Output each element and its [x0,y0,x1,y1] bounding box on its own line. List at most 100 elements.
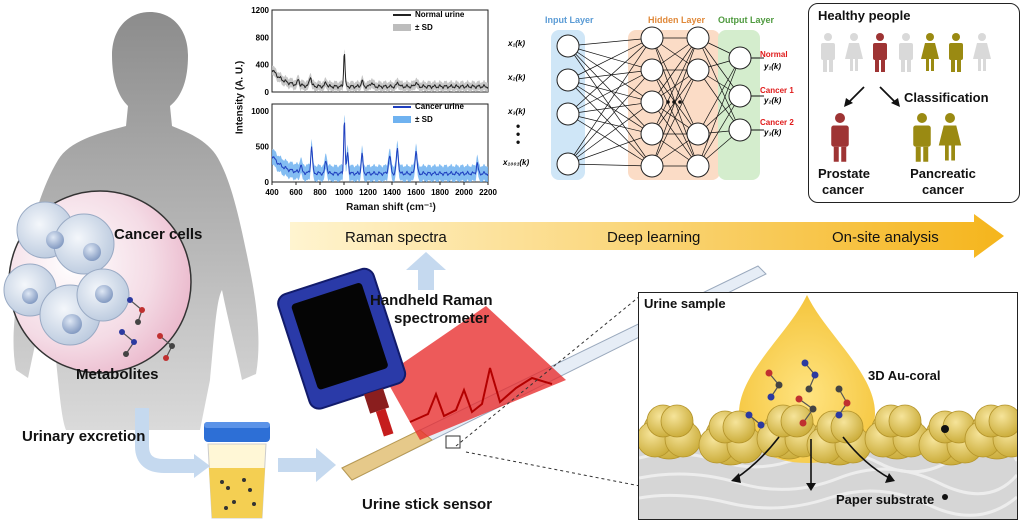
urine-cup [204,422,270,519]
pancreatic-cancer-person-icon [913,113,931,162]
legend-normal-urine: Normal urine [415,10,465,19]
x-tick-label: 1800 [431,188,449,197]
hidden-ellipsis [678,100,682,104]
legend-cancer-urine: Cancer urine [415,102,464,111]
class-cancer-1: Cancer 1 [760,86,794,95]
x-tick-label: 1200 [359,188,377,197]
people-icons [821,33,991,162]
cancer-cells-label: Cancer cells [114,226,203,243]
x-tick-label: 2200 [479,188,497,197]
au-coral-label: 3D Au-coral [868,368,941,383]
prostate-cancer-word: cancer [822,182,864,197]
normal-spectrum-frame [271,9,489,93]
cancer-spectrum-sd-band [272,114,488,182]
step-raman-spectra: Raman spectra [345,229,447,246]
hidden-node [640,26,664,50]
hidden-ellipsis [666,100,670,104]
sensor-pad [341,429,433,481]
input-x1001: x₁₀₀₁(k) [503,158,530,167]
person-icon [949,33,963,72]
spectrometer-label-1: Handheld Raman [370,292,493,309]
urinary-excretion-label: Urinary excretion [22,428,146,445]
output-y1: y₁(k) [764,62,782,71]
input-x3: x₃(k) [508,107,526,116]
up-arrow [406,252,446,290]
person-icon [873,33,887,72]
hidden-layer-label: Hidden Layer [648,15,706,25]
legend-cancer-sd: ± SD [415,115,433,124]
normal-spectrum-sd-band [272,49,488,92]
legend-normal-sd: ± SD [415,23,433,32]
y-tick-label: 0 [265,88,270,97]
hidden-node [640,154,664,178]
classification-label: Classification [904,90,989,105]
urine-stick-label: Urine stick sensor [362,496,493,513]
human-silhouette [3,12,259,478]
input-ellipsis: ••• [516,119,521,149]
class-normal: Normal [760,50,788,59]
hidden-node [686,122,710,146]
au-coral [698,410,764,466]
urine-sample-inset [638,292,1018,520]
pancreatic-cancer-person-icon [938,113,962,161]
y-tick-label: 400 [256,61,270,70]
step-on-site-analysis: On-site analysis [832,229,939,246]
prostate-cancer-person-icon [831,113,849,162]
hidden-node [640,122,664,146]
spectra-legend-normal: Normal urine ± SD [393,8,464,34]
output-layer-label: Output Layer [718,15,775,25]
input-x1: x₁(k) [508,39,526,48]
normal-spectrum-line [271,54,489,90]
person-icon [899,33,913,72]
y-tick-label: 0 [265,178,270,187]
hidden-node [640,58,664,82]
person-icon [973,33,991,71]
healthy-people-label: Healthy people [818,8,911,23]
x-tick-label: 1600 [407,188,425,197]
output-node [728,46,752,70]
y-tick-label: 1200 [251,6,269,15]
input-node [556,68,580,92]
x-tick-label: 800 [313,188,327,197]
prostate-word: Prostate [818,166,871,181]
y-tick-label: 500 [256,143,270,152]
hidden-node [686,154,710,178]
cancer-cells [3,201,130,346]
spectra-xlabel: Raman shift (cm⁻¹) [346,202,436,213]
laser-cone [384,306,566,440]
handheld-spectrometer [277,267,407,437]
cancer-spectrum-frame [271,103,489,183]
class-cancer-2: Cancer 2 [760,118,794,127]
output-y3: y₃(k) [764,128,782,137]
x-tick-label: 400 [265,188,279,197]
step-deep-learning: Deep learning [607,229,701,246]
hidden-node [686,26,710,50]
input-layer-label: Input Layer [545,15,594,25]
inset-illustration [639,295,1017,519]
cancer-spectrum-line [271,122,489,177]
inset-title: Urine sample [644,296,726,311]
x-tick-label: 2000 [455,188,473,197]
paper-substrate-label: Paper substrate [836,492,935,507]
au-coral [964,404,1017,460]
output-y2: y₂(k) [764,96,782,105]
person-icon [821,33,835,72]
x-tick-label: 1400 [383,188,401,197]
input-node [556,152,580,176]
neural-network-diagram [551,26,764,180]
hidden-ellipsis [672,100,676,104]
spectra-legend-cancer: Cancer urine ± SD [393,100,464,126]
pancreatic-word: Pancreatic [910,166,976,181]
au-coral [639,404,702,460]
hidden-node [640,90,664,114]
spectra-ylabel: Intensity (A. U.) [234,60,246,135]
cup-to-stick-arrow [278,448,336,482]
input-x2: x₂(k) [508,73,526,82]
output-node [728,118,752,142]
pancreatic-cancer-word: cancer [922,182,964,197]
au-coral [806,410,872,466]
input-node [556,34,580,58]
